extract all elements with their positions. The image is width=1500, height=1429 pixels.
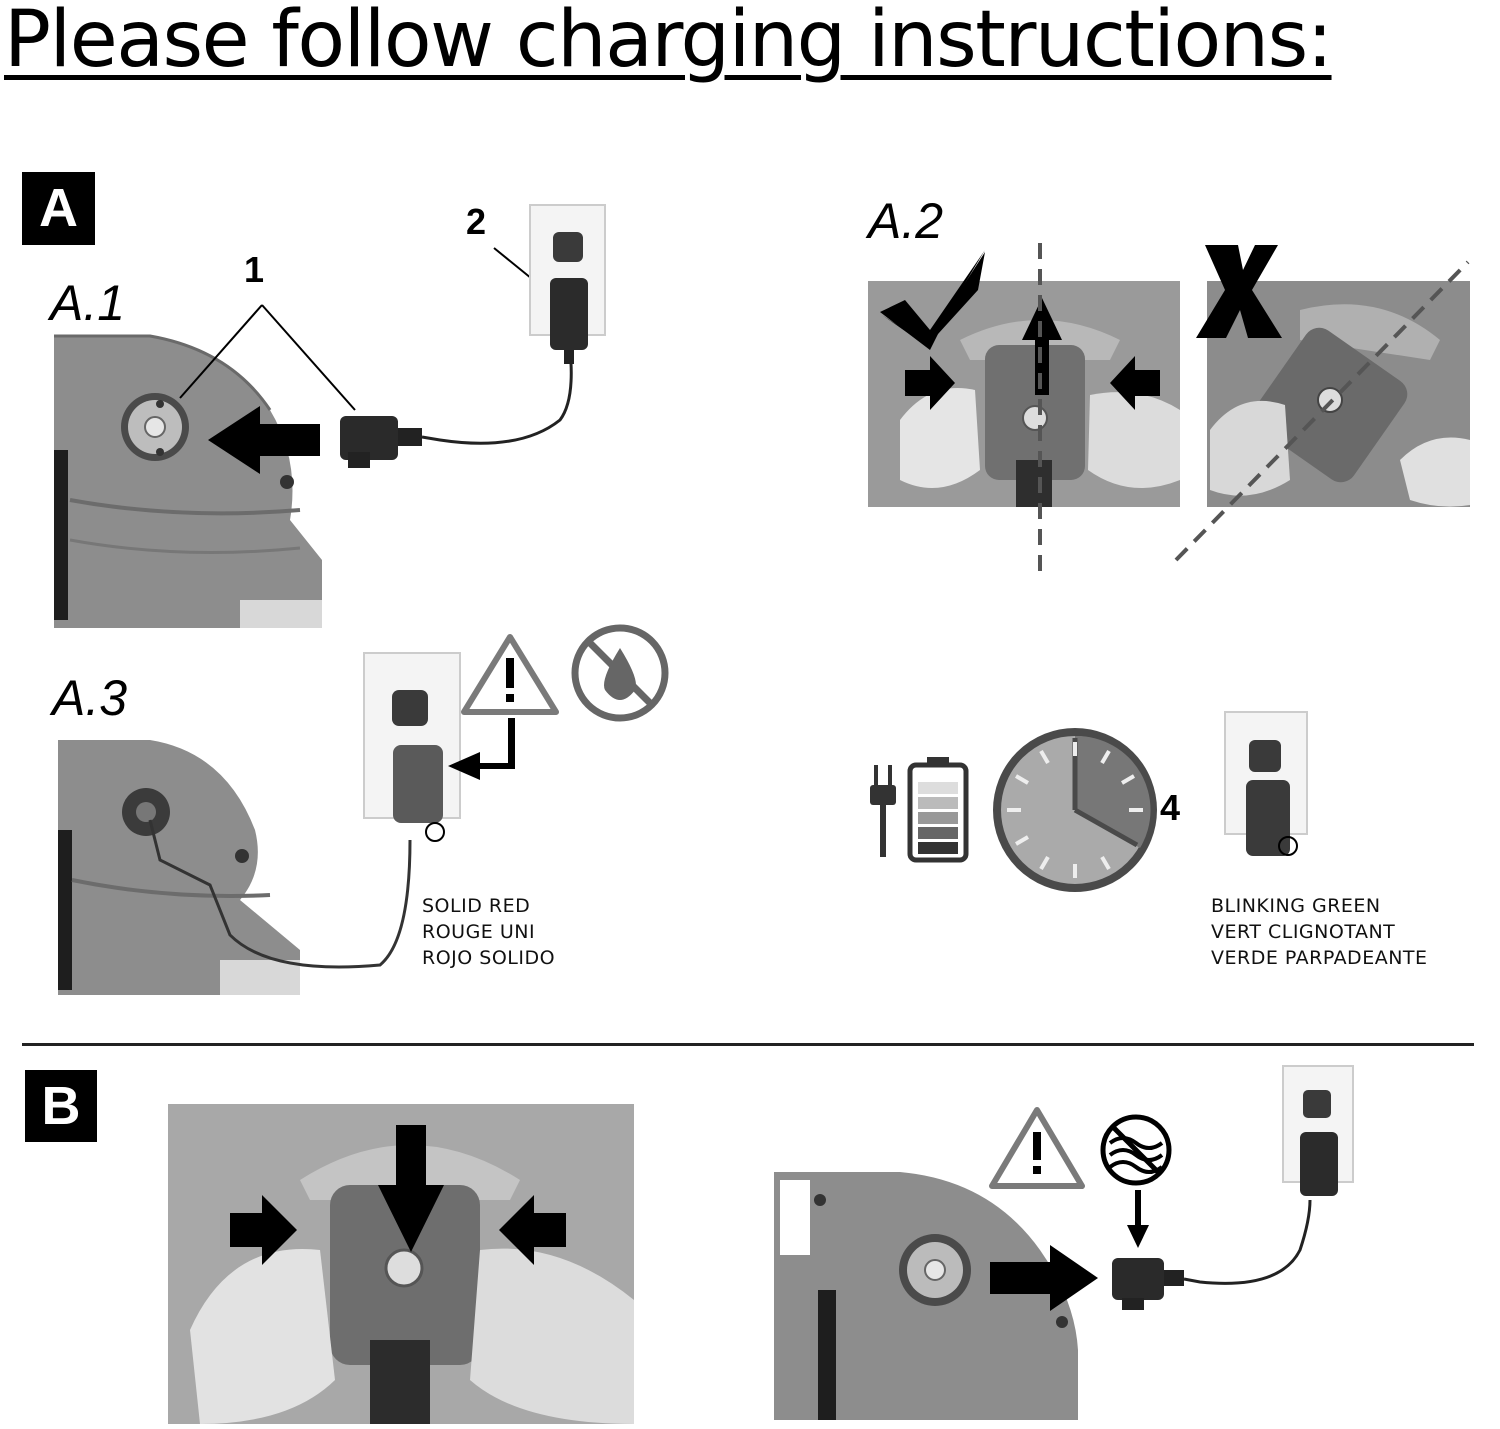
charging-port: [899, 1234, 971, 1306]
status-line: ROUGE UNI: [422, 921, 536, 943]
arrow-icon: [208, 406, 320, 474]
charger-connector: [1112, 1199, 1312, 1310]
status-solid-red: SOLID RED ROUGE UNI ROJO SOLIDO: [422, 893, 555, 971]
charger-adapter-icon: [1300, 1132, 1338, 1196]
section-b-badge: B: [25, 1070, 97, 1142]
step-a3-illustration: [50, 620, 690, 1010]
warning-icon: [461, 634, 559, 715]
section-divider: [22, 1043, 1474, 1046]
no-submerge-icon: [1100, 1114, 1172, 1186]
charger-adapter-icon: [1246, 780, 1298, 856]
arrow-icon: [905, 298, 1160, 410]
charger-adapter-icon: [550, 278, 588, 364]
status-line: VERDE PARPADEANTE: [1211, 947, 1428, 969]
section-b-removal-photo: [168, 1104, 634, 1424]
step-a3-label: A.3: [52, 670, 128, 726]
plug-icon: [870, 765, 896, 857]
status-line: SOLID RED: [422, 895, 531, 917]
warning-icon: [989, 1107, 1085, 1189]
no-water-icon: [571, 624, 669, 722]
arrow-icon: [990, 1190, 1149, 1311]
status-line: VERT CLIGNOTANT: [1211, 921, 1396, 943]
pool-cleaner-body: [58, 740, 300, 995]
pool-cleaner-body: [54, 334, 322, 628]
status-line: ROJO SOLIDO: [422, 947, 556, 969]
status-line: BLINKING GREEN: [1211, 895, 1381, 917]
step-a2-illustration: [860, 230, 1480, 580]
callout-1: 1: [244, 249, 265, 290]
page-title: Please follow charging instructions:: [4, 0, 1333, 85]
step-a2-label: A.2: [868, 193, 944, 249]
charging-time-illustration: [860, 700, 1320, 900]
charging-hours: 4: [1160, 787, 1181, 828]
charging-port: [121, 393, 189, 461]
arrow-icon: [448, 718, 515, 780]
x-mark-icon: [1196, 245, 1282, 338]
charger-adapter-icon: [393, 745, 445, 842]
arrow-icon: [230, 1125, 566, 1265]
checkmark-icon: [880, 250, 985, 350]
step-a1-illustration: [0, 190, 640, 640]
step-a1-label: A.1: [50, 275, 126, 331]
status-blinking-green: BLINKING GREEN VERT CLIGNOTANT VERDE PAR…: [1211, 893, 1428, 971]
section-a-badge: A: [22, 172, 95, 245]
clock-icon: [993, 728, 1157, 892]
battery-icon: [907, 757, 969, 863]
callout-2: 2: [466, 201, 487, 242]
charger-connector: [340, 349, 573, 468]
section-b-charging-illustration: [770, 1060, 1490, 1424]
